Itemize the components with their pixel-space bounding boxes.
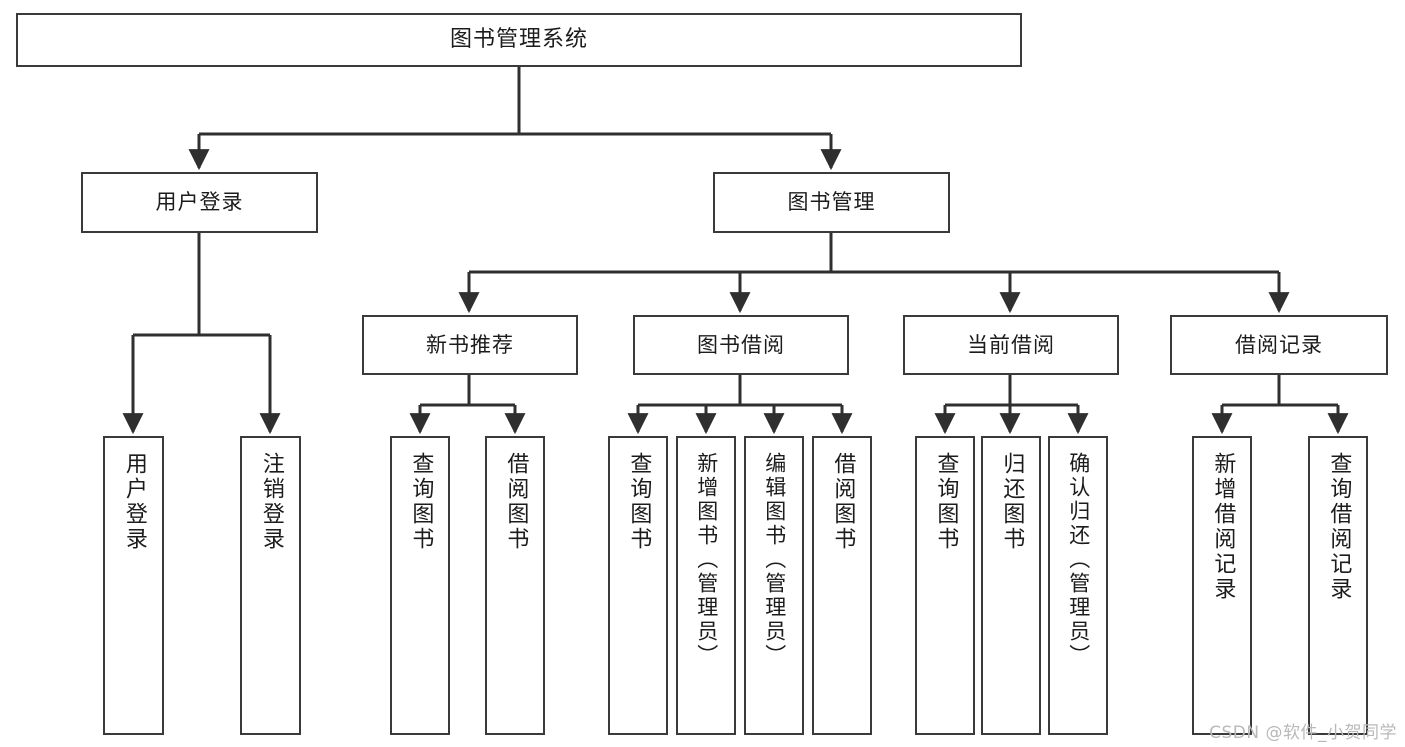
node-leaf-return-book[interactable]: 归还图书 (981, 436, 1041, 735)
node-leaf-confirm-return-label: 确认归还（管理员） (1066, 452, 1091, 668)
node-leaf-query-book-1-label: 查询图书 (408, 452, 434, 552)
node-current-borrow[interactable]: 当前借阅 (903, 315, 1119, 375)
node-leaf-add-book[interactable]: 新增图书（管理员） (676, 436, 736, 735)
node-current-borrow-label: 当前借阅 (967, 332, 1055, 357)
watermark: CSDN @软件_小贺同学 (1209, 723, 1397, 743)
node-root[interactable]: 图书管理系统 (16, 13, 1022, 67)
node-leaf-query-book-1[interactable]: 查询图书 (390, 436, 450, 735)
node-leaf-edit-book-label: 编辑图书（管理员） (762, 452, 787, 668)
node-leaf-edit-book[interactable]: 编辑图书（管理员） (744, 436, 804, 735)
node-book-manage[interactable]: 图书管理 (713, 172, 950, 233)
node-new-book-rec-label: 新书推荐 (426, 332, 514, 357)
node-leaf-query-book-2-label: 查询图书 (626, 452, 652, 552)
node-leaf-borrow-book-2-label: 借阅图书 (830, 452, 856, 552)
node-leaf-borrow-book-1-label: 借阅图书 (503, 452, 529, 552)
node-leaf-borrow-book-2[interactable]: 借阅图书 (812, 436, 872, 735)
node-leaf-user-login[interactable]: 用户登录 (103, 436, 164, 735)
node-borrow-record[interactable]: 借阅记录 (1170, 315, 1388, 375)
node-book-borrow[interactable]: 图书借阅 (633, 315, 849, 375)
node-leaf-user-logout-label: 注销登录 (258, 452, 284, 552)
node-leaf-add-record[interactable]: 新增借阅记录 (1192, 436, 1252, 735)
node-leaf-user-login-label: 用户登录 (121, 452, 147, 552)
node-user-login-label: 用户登录 (155, 190, 244, 215)
node-leaf-add-book-label: 新增图书（管理员） (694, 452, 719, 668)
node-book-borrow-label: 图书借阅 (697, 332, 785, 357)
node-leaf-query-book-3[interactable]: 查询图书 (915, 436, 975, 735)
node-leaf-query-book-2[interactable]: 查询图书 (608, 436, 668, 735)
node-leaf-query-record[interactable]: 查询借阅记录 (1308, 436, 1368, 735)
node-leaf-confirm-return[interactable]: 确认归还（管理员） (1048, 436, 1108, 735)
node-user-login[interactable]: 用户登录 (81, 172, 318, 233)
node-book-manage-label: 图书管理 (787, 190, 876, 215)
node-new-book-rec[interactable]: 新书推荐 (362, 315, 578, 375)
node-leaf-query-book-3-label: 查询图书 (933, 452, 959, 552)
node-leaf-add-record-label: 新增借阅记录 (1210, 452, 1236, 602)
node-leaf-query-record-label: 查询借阅记录 (1326, 452, 1352, 602)
node-borrow-record-label: 借阅记录 (1235, 332, 1323, 357)
node-leaf-return-book-label: 归还图书 (999, 452, 1025, 552)
node-leaf-user-logout[interactable]: 注销登录 (240, 436, 301, 735)
node-leaf-borrow-book-1[interactable]: 借阅图书 (485, 436, 545, 735)
node-root-label: 图书管理系统 (449, 27, 588, 53)
